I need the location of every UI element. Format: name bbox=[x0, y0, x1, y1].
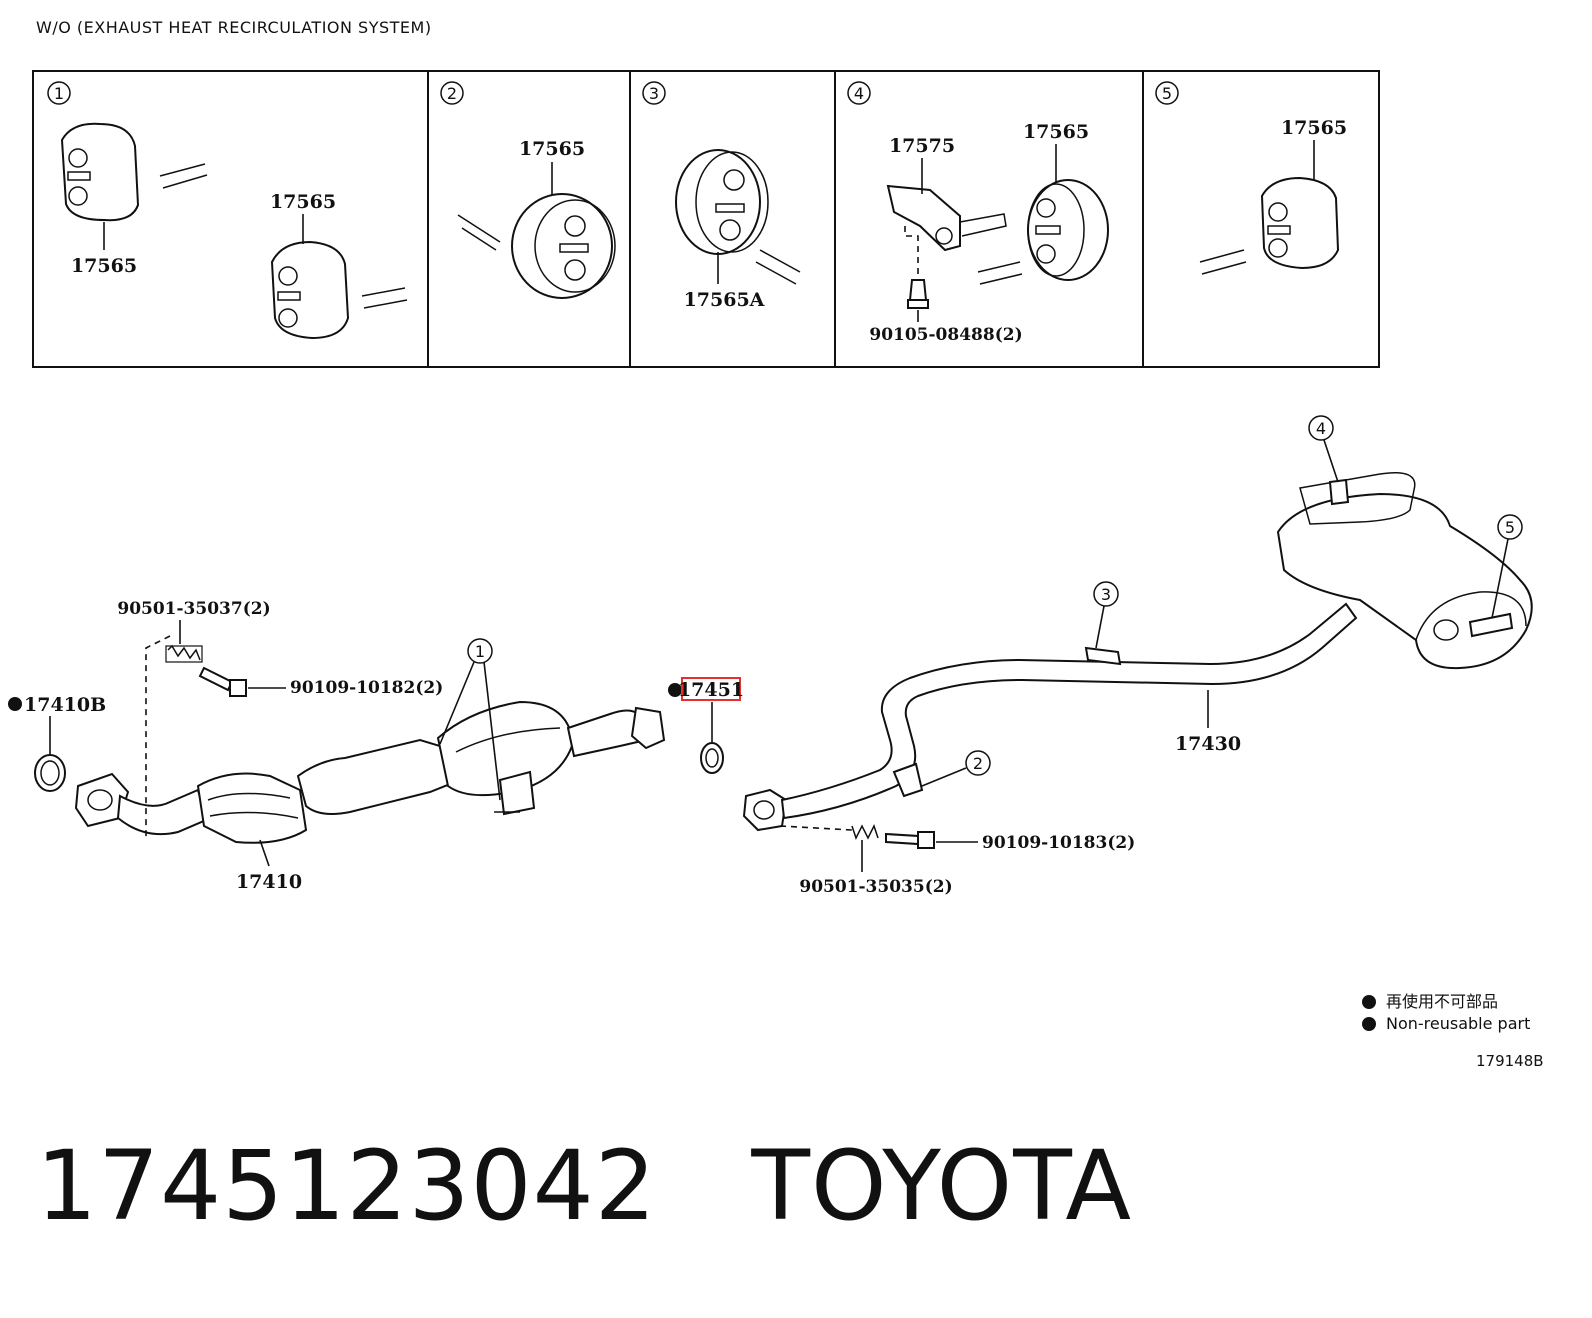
gasket-front bbox=[34, 754, 66, 792]
panel-1-label-a: 17565 bbox=[71, 255, 137, 277]
spring-left bbox=[165, 644, 203, 663]
callout-5: 5 bbox=[1491, 514, 1523, 619]
panel-5-number: 5 bbox=[1155, 81, 1179, 105]
panel-1-hanger-b bbox=[270, 240, 408, 340]
part-number: 1745123042 bbox=[36, 1130, 657, 1242]
panel-2-label: 17565 bbox=[519, 138, 585, 160]
label-17451: 17451 bbox=[678, 679, 744, 701]
label-17410B: 17410B bbox=[24, 694, 106, 716]
leader-dash-left bbox=[145, 635, 171, 840]
panel-5-hanger bbox=[1199, 176, 1340, 275]
panel-4-number: 4 bbox=[847, 81, 871, 105]
brand-name: TOYOTA bbox=[751, 1130, 1133, 1242]
label-17430: 17430 bbox=[1175, 733, 1241, 755]
panel-5-label: 17565 bbox=[1281, 117, 1347, 139]
highlight-box-17451 bbox=[681, 677, 741, 701]
non-reusable-marker-17451 bbox=[668, 683, 682, 697]
label-90109-10183: 90109-10183(2) bbox=[982, 833, 1135, 853]
panel-3-number: 3 bbox=[642, 81, 666, 105]
svg-text:2: 2 bbox=[973, 754, 983, 773]
callout-3: 3 bbox=[1093, 581, 1119, 649]
label-90109-10182: 90109-10182(2) bbox=[290, 678, 443, 698]
svg-text:3: 3 bbox=[1101, 585, 1111, 604]
legend-line-1: 再使用不可部品 bbox=[1362, 988, 1498, 1012]
svg-text:5: 5 bbox=[1505, 518, 1515, 537]
panel-1-hanger-a bbox=[60, 122, 208, 222]
gasket-center bbox=[700, 742, 724, 774]
legend-dot-icon bbox=[1362, 1017, 1376, 1031]
panel-2-number: 2 bbox=[440, 81, 464, 105]
footer-title: 1745123042 TOYOTA bbox=[36, 1130, 1132, 1242]
panel-4-label-hanger: 17565 bbox=[1023, 121, 1089, 143]
legend-dot-icon bbox=[1362, 995, 1376, 1009]
callout-2: 2 bbox=[921, 750, 991, 787]
panel-4-bracket bbox=[886, 184, 1007, 280]
panel-3-hanger bbox=[675, 149, 801, 285]
callout-1: 1 bbox=[439, 638, 501, 801]
svg-text:3: 3 bbox=[649, 84, 659, 103]
panel-4-hanger bbox=[977, 179, 1109, 285]
svg-text:1: 1 bbox=[475, 642, 485, 661]
non-reusable-marker-17410B bbox=[8, 697, 22, 711]
panel-1-number: 1 bbox=[47, 81, 71, 105]
bolt-right bbox=[885, 831, 935, 849]
svg-text:4: 4 bbox=[1316, 419, 1326, 438]
svg-text:1: 1 bbox=[54, 84, 64, 103]
front-exhaust-pipe bbox=[74, 700, 666, 844]
legend-line-2: Non-reusable part bbox=[1362, 1014, 1530, 1033]
panel-4-bolt bbox=[907, 279, 929, 309]
label-90501-35037: 90501-35037(2) bbox=[117, 599, 270, 619]
panel-4-label-bracket: 17575 bbox=[889, 135, 955, 157]
label-17410: 17410 bbox=[236, 871, 302, 893]
panel-1-label-b: 17565 bbox=[270, 191, 336, 213]
svg-text:5: 5 bbox=[1162, 84, 1172, 103]
label-90501-35035: 90501-35035(2) bbox=[799, 877, 952, 897]
diagram-code: 179148B bbox=[1476, 1052, 1544, 1070]
panel-3-label: 17565A bbox=[684, 289, 765, 311]
diagram-caption: W/O (EXHAUST HEAT RECIRCULATION SYSTEM) bbox=[36, 18, 432, 37]
bolt-left bbox=[198, 666, 247, 697]
panel-frame bbox=[32, 70, 1380, 368]
spring-right bbox=[851, 824, 879, 840]
svg-text:4: 4 bbox=[854, 84, 864, 103]
leader-dash-right bbox=[779, 825, 853, 831]
svg-text:2: 2 bbox=[447, 84, 457, 103]
callout-4: 4 bbox=[1308, 415, 1339, 483]
panel-2-hanger bbox=[457, 193, 616, 299]
tail-exhaust-pipe bbox=[742, 472, 1533, 832]
panel-4-label-bolt: 90105-08488(2) bbox=[869, 325, 1022, 345]
exhaust-parts-diagram: 1 2 3 4 5 17565 17565 17565 bbox=[8, 70, 1533, 897]
